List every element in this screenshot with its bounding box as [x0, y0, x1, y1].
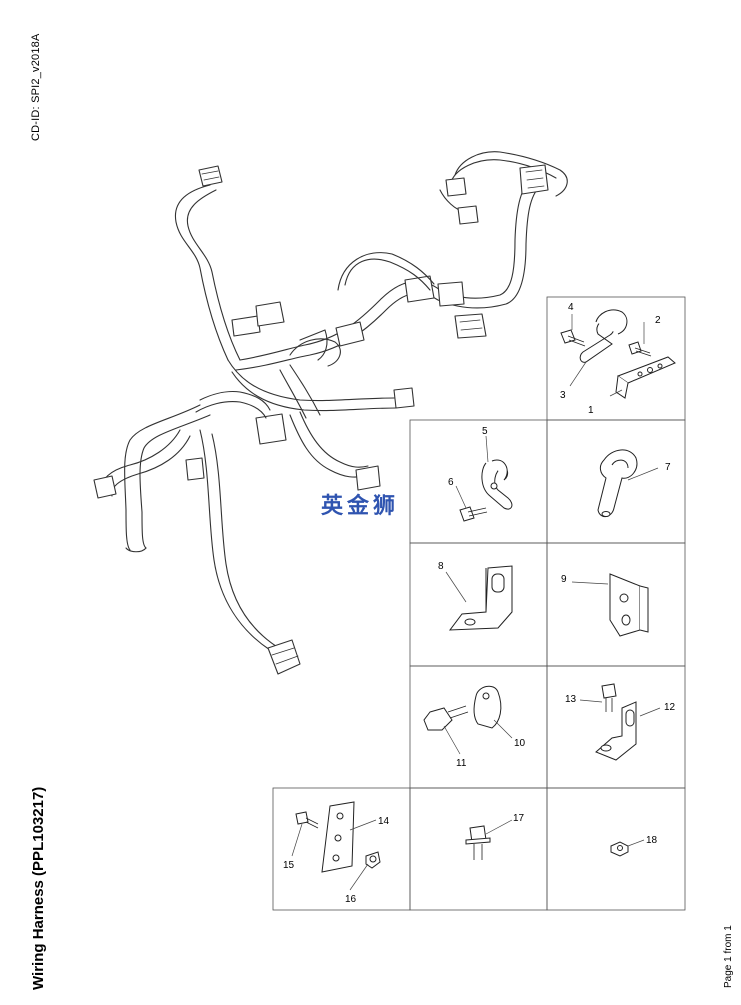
callout-12: 12 — [664, 702, 676, 713]
parts-grid — [272, 296, 686, 911]
callout-17: 17 — [513, 813, 525, 824]
panel-angle-bracket-b-drawing — [609, 573, 649, 637]
callout-3: 3 — [560, 390, 566, 401]
panel-clip-bracket-drawing — [560, 309, 676, 399]
wiring-harness-drawing — [93, 151, 568, 675]
panel-small-bracket-drawing — [595, 683, 637, 761]
panel-flange-bolt-drawing — [465, 825, 491, 860]
callout-16: 16 — [345, 894, 357, 905]
panel-bolt-clip-drawing — [423, 685, 502, 731]
callout-10: 10 — [514, 738, 526, 749]
callout-11: 11 — [456, 758, 467, 769]
leader-lines — [291, 314, 661, 891]
callout-6: 6 — [448, 477, 454, 488]
panel-flange-nut-drawing — [610, 841, 629, 857]
callout-4: 4 — [568, 302, 574, 313]
callout-14: 14 — [378, 816, 390, 827]
panel-angle-bracket-a-drawing — [448, 565, 513, 631]
callout-7: 7 — [665, 462, 671, 473]
watermark-text: 英金狮 — [321, 494, 400, 519]
callout-15: 15 — [283, 860, 295, 871]
panel-p-clip-drawing — [597, 449, 638, 517]
panel-mounting-plate-drawing — [295, 801, 381, 873]
callout-8: 8 — [438, 561, 444, 572]
callout-13: 13 — [565, 694, 577, 705]
callout-9: 9 — [561, 574, 567, 585]
callout-18: 18 — [646, 835, 658, 846]
callout-5: 5 — [482, 426, 488, 437]
callout-2: 2 — [655, 315, 661, 326]
callout-1: 1 — [588, 405, 594, 416]
panel-double-clip-drawing — [459, 459, 513, 522]
callout-labels: 1 2 3 4 5 6 7 8 9 10 11 12 13 14 15 16 1… — [283, 302, 676, 905]
